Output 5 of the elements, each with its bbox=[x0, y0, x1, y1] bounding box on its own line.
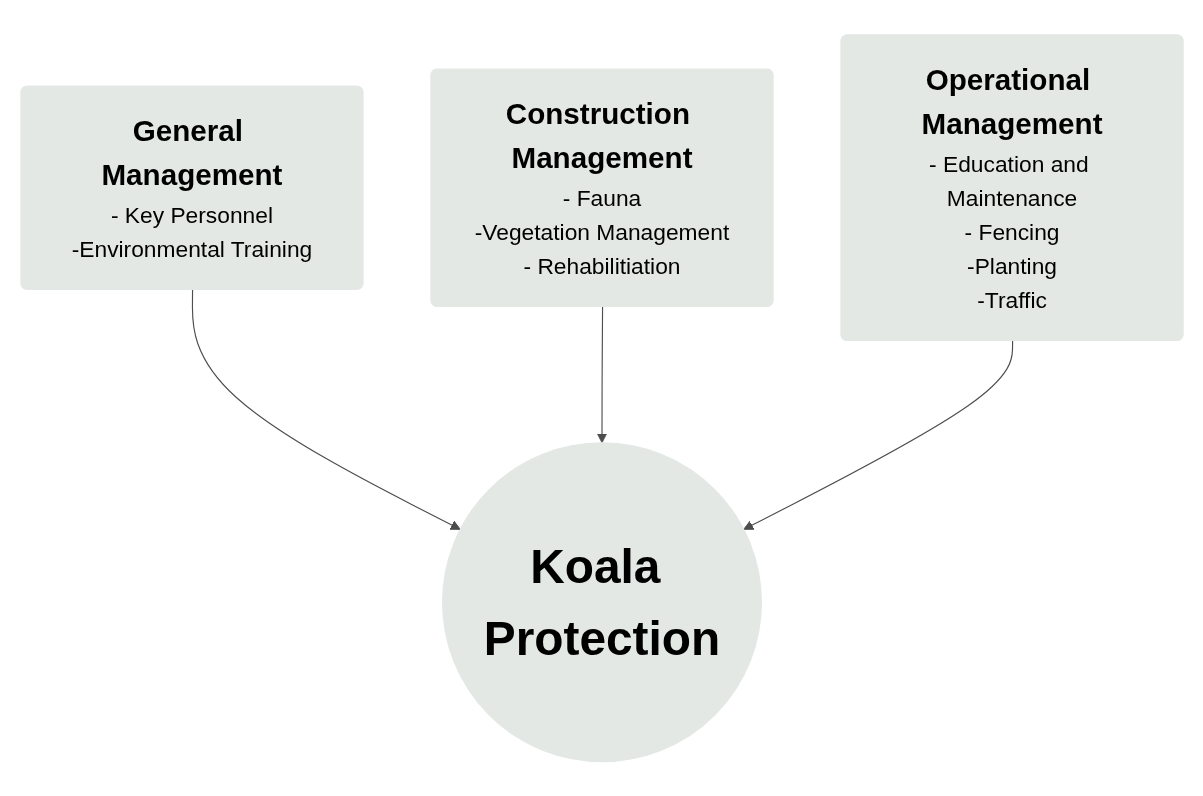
node-circle bbox=[441, 441, 762, 762]
arrow bbox=[596, 305, 607, 443]
arrow bbox=[742, 339, 1013, 530]
flowchart: General Management - Key Personnel -Environmental Training Construction Management - Fauna -Vegetation Management - Rehabilitiation Operational Management - Education and Maintenance - Fencing -Planting -Traffic Koala Protection bbox=[11, 25, 1192, 771]
arrow bbox=[191, 288, 461, 530]
